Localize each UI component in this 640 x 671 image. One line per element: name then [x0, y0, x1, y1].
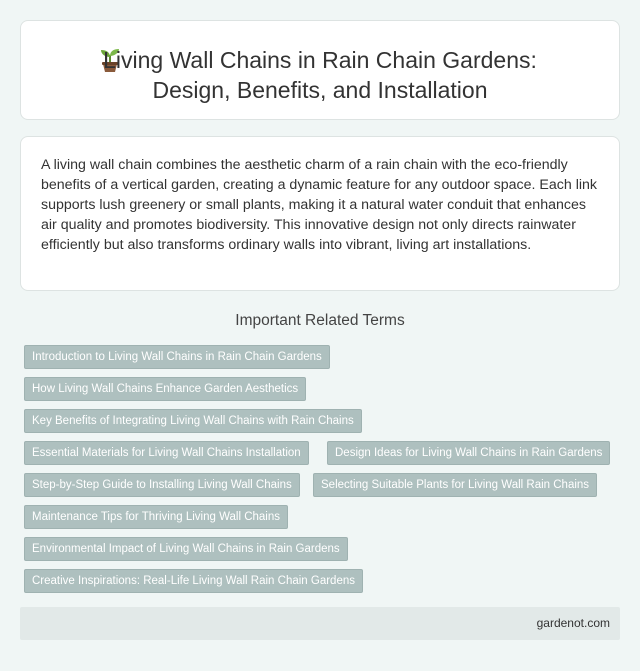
description-text: A living wall chain combines the aesthet… — [41, 157, 597, 253]
related-term-tag[interactable]: Environmental Impact of Living Wall Chai… — [24, 537, 348, 561]
page-title: Living Wall Chains in Rain Chain Gardens… — [21, 45, 619, 105]
related-term-tag[interactable]: Creative Inspirations: Real-Life Living … — [24, 569, 363, 593]
related-term-tag[interactable]: Step-by-Step Guide to Installing Living … — [24, 473, 300, 497]
related-terms-heading: Important Related Terms — [235, 312, 405, 329]
related-term-tag[interactable]: Maintenance Tips for Thriving Living Wal… — [24, 505, 289, 529]
page-title-line2: Design, Benefits, and Installation — [152, 77, 488, 103]
related-term-tag[interactable]: Essential Materials for Living Wall Chai… — [24, 441, 309, 465]
related-term-tag[interactable]: How Living Wall Chains Enhance Garden Ae… — [24, 377, 307, 401]
title-card: Living Wall Chains in Rain Chain Gardens… — [20, 20, 620, 120]
related-term-tag[interactable]: Design Ideas for Living Wall Chains in R… — [327, 441, 611, 465]
related-term-tag[interactable]: Introduction to Living Wall Chains in Ra… — [24, 345, 330, 369]
page-title-line1: Living Wall Chains in Rain Chain Gardens… — [103, 47, 537, 73]
footer: gardenot.com — [20, 607, 620, 640]
related-term-tag[interactable]: Selecting Suitable Plants for Living Wal… — [313, 473, 598, 497]
sprout-icon — [101, 49, 119, 72]
footer-site-link[interactable]: gardenot.com — [536, 616, 610, 630]
related-term-tag[interactable]: Key Benefits of Integrating Living Wall … — [24, 409, 362, 433]
description-card: A living wall chain combines the aesthet… — [20, 136, 620, 291]
